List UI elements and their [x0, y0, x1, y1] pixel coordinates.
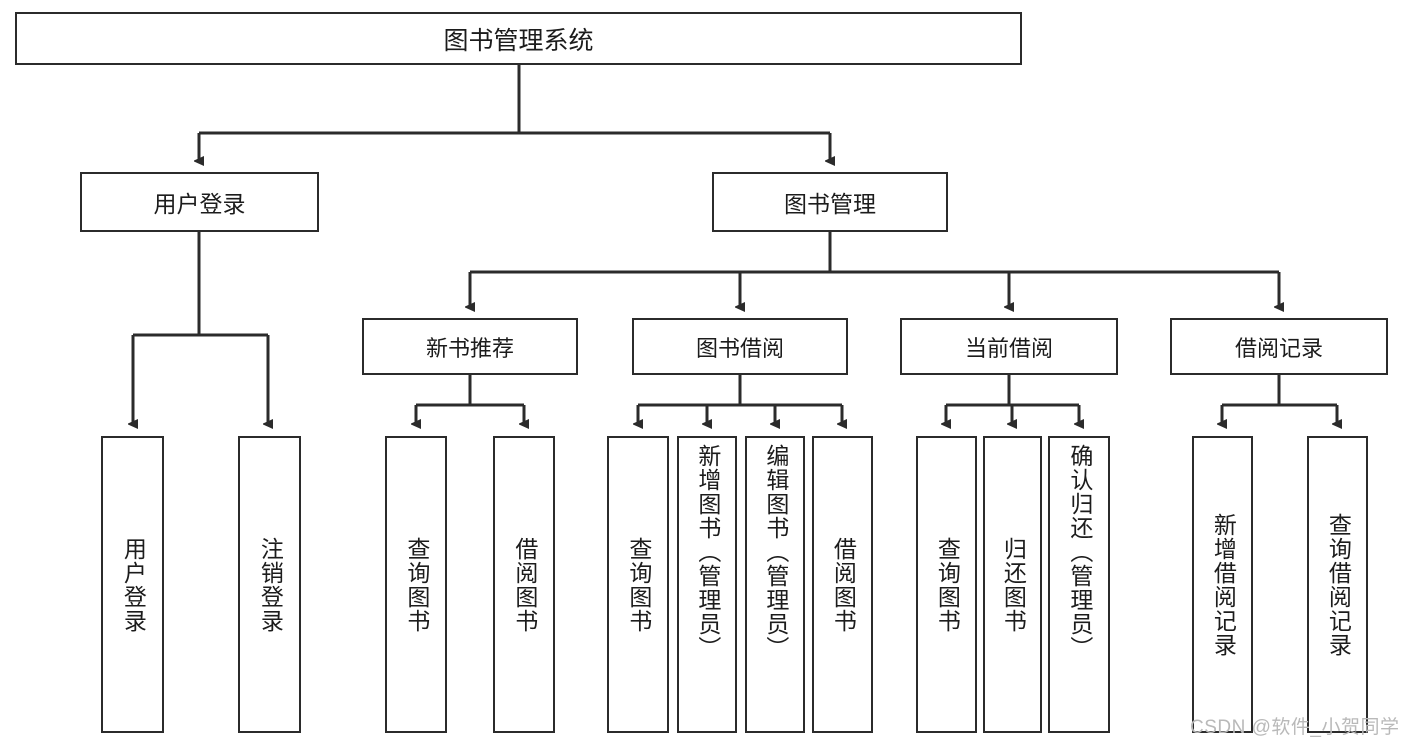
- leaf-new-book-query[interactable]: 查询图书: [385, 436, 447, 733]
- node-label: 图书管理: [784, 191, 876, 217]
- leaf-label: 新增图书（管理员）: [694, 444, 721, 660]
- node-label: 借阅记录: [1234, 335, 1323, 361]
- leaf-label: 查询图书: [403, 536, 430, 633]
- node-book-management[interactable]: 图书管理: [712, 172, 948, 232]
- leaf-record-query-record[interactable]: 查询借阅记录: [1307, 436, 1368, 733]
- node-label: 用户登录: [153, 191, 246, 217]
- leaf-borrow-edit-book-admin[interactable]: 编辑图书（管理员）: [745, 436, 805, 733]
- node-label: 当前借阅: [964, 335, 1053, 361]
- leaf-borrow-query-book[interactable]: 查询图书: [607, 436, 669, 733]
- leaf-label: 借阅图书: [830, 536, 857, 633]
- node-label: 图书管理系统: [443, 26, 594, 55]
- leaf-label: 查询图书: [625, 536, 652, 633]
- leaf-label: 用户登录: [120, 536, 147, 633]
- node-borrow-record[interactable]: 借阅记录: [1170, 318, 1388, 375]
- node-user-login[interactable]: 用户登录: [80, 172, 319, 232]
- leaf-label: 借阅图书: [511, 536, 538, 633]
- leaf-current-query-book[interactable]: 查询图书: [916, 436, 977, 733]
- node-label: 新书推荐: [425, 335, 514, 361]
- leaf-label: 新增借阅记录: [1210, 512, 1237, 657]
- leaf-borrow-add-book-admin[interactable]: 新增图书（管理员）: [677, 436, 737, 733]
- node-label: 图书借阅: [695, 335, 784, 361]
- leaf-label: 注销登录: [257, 536, 284, 633]
- csdn-watermark: CSDN @软件_小贺同学: [1190, 717, 1400, 738]
- leaf-new-book-borrow[interactable]: 借阅图书: [493, 436, 555, 733]
- leaf-user-login-login[interactable]: 用户登录: [101, 436, 164, 733]
- leaf-label: 查询借阅记录: [1325, 512, 1352, 657]
- leaf-current-return-book[interactable]: 归还图书: [983, 436, 1042, 733]
- leaf-label: 确认归还（管理员）: [1066, 444, 1093, 660]
- node-book-borrow[interactable]: 图书借阅: [632, 318, 848, 375]
- node-new-book-recommend[interactable]: 新书推荐: [362, 318, 578, 375]
- node-root-system[interactable]: 图书管理系统: [15, 12, 1022, 65]
- leaf-borrow-borrow-book[interactable]: 借阅图书: [812, 436, 873, 733]
- leaf-current-confirm-return-admin[interactable]: 确认归还（管理员）: [1048, 436, 1110, 733]
- leaf-label: 查询图书: [934, 536, 961, 633]
- leaf-label: 归还图书: [1000, 536, 1027, 633]
- leaf-user-login-logout[interactable]: 注销登录: [238, 436, 301, 733]
- node-current-borrow[interactable]: 当前借阅: [900, 318, 1118, 375]
- leaf-label: 编辑图书（管理员）: [762, 444, 789, 660]
- leaf-record-add-record[interactable]: 新增借阅记录: [1192, 436, 1253, 733]
